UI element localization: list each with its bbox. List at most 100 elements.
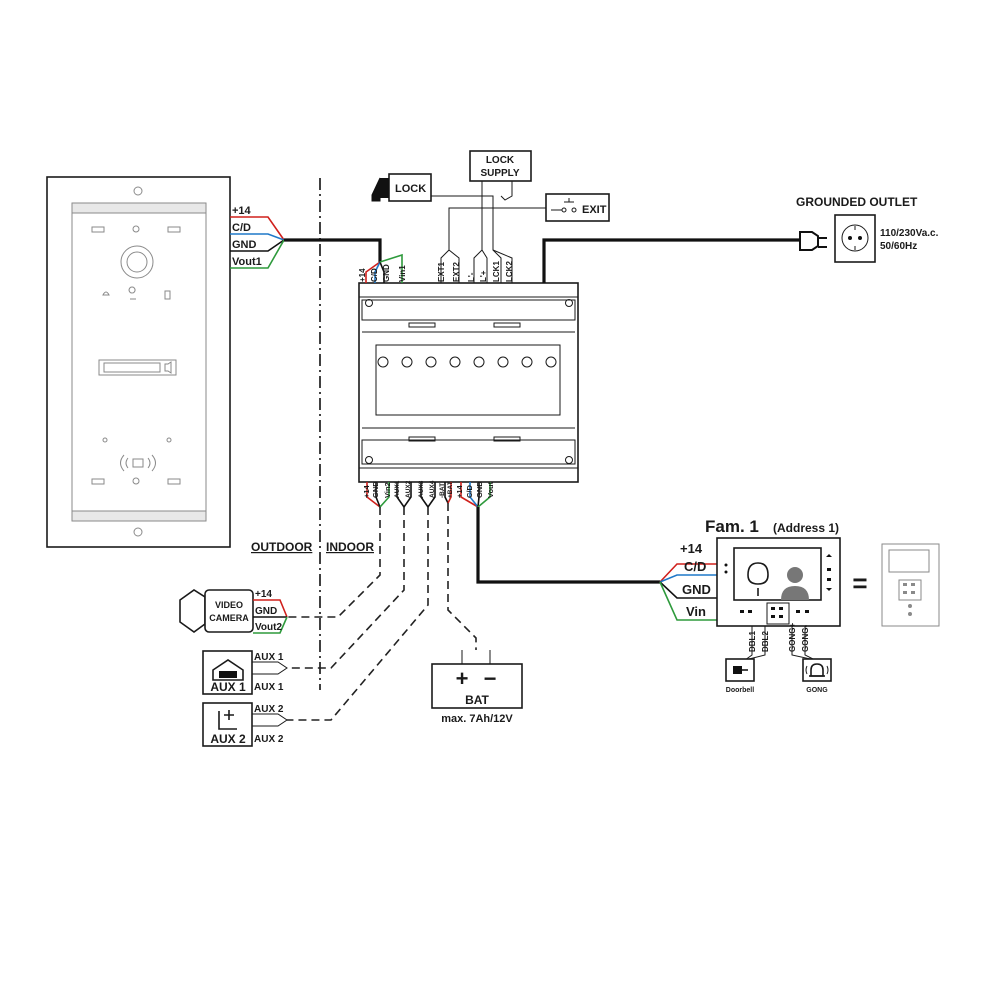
lock-supply-label-1: LOCK [486, 155, 515, 166]
controller-top-right-wires: EXT1 EXT2 L'- L'+ LCK1 LCK2 [420, 178, 548, 283]
terminal-label: EXT2 [452, 261, 461, 282]
wire-label: Vout2 [255, 622, 282, 633]
camera-label-2: CAMERA [209, 613, 249, 623]
wire-label: GND [232, 239, 257, 251]
lock-icon [371, 177, 381, 202]
wire-label: Vin [686, 604, 706, 619]
terminal-label: GONG- [801, 625, 810, 652]
garage-icon [212, 659, 244, 681]
terminal-label: EXT1 [437, 261, 446, 282]
battery-minus: − [484, 666, 497, 691]
wire-label: AUX 1 [254, 652, 284, 663]
lock-supply-label-2: SUPPLY [480, 168, 519, 179]
equals-sign: = [852, 568, 867, 598]
wire-label: GND [682, 582, 711, 597]
terminal-label: AUX3 [418, 480, 425, 498]
battery: + − BAT max. 7Ah/12V [431, 650, 523, 725]
terminal-label: DBL2 [761, 631, 770, 652]
terminal-label: C/D [465, 485, 474, 499]
doorbell-button-icon [733, 666, 748, 674]
camera-lens-icon [179, 589, 206, 633]
monitor-buttons [724, 554, 832, 625]
terminal-label: LCK1 [492, 261, 501, 282]
push-button-icon [551, 198, 577, 213]
battery-label: BAT [465, 693, 489, 707]
gong-label: GONG [806, 687, 828, 694]
monitor-side-view [881, 543, 940, 627]
rfid-reader-icon [120, 454, 156, 472]
aux1-label: AUX 1 [210, 680, 246, 694]
wire-label: AUX 2 [254, 734, 284, 745]
monitor-title: Fam. 1 [705, 517, 759, 536]
terminal-label: L'- [467, 272, 476, 282]
monitor-address: (Address 1) [773, 521, 839, 535]
terminal-label: LCK2 [505, 261, 514, 282]
terminal-label: GND [382, 264, 391, 282]
terminal-label: Vin1 [398, 265, 407, 282]
aux2-label: AUX 2 [210, 732, 246, 746]
outlet-title: GROUNDED OUTLET [796, 195, 918, 209]
terminal-label: -BAT [439, 483, 446, 498]
lock-supply-box: LOCK SUPPLY [469, 150, 532, 201]
aux2-device: AUX 2 AUX 2 AUX 2 [202, 702, 288, 747]
aux1-device: AUX 1 AUX 1 AUX 1 [202, 650, 288, 695]
name-tag-button[interactable] [98, 359, 177, 376]
wire-label: GND [255, 606, 277, 617]
gong-device: GONG [802, 658, 832, 694]
camera-lens-icon [120, 245, 154, 279]
dashed-connections [287, 503, 477, 721]
terminal-label: AUX1 [394, 480, 401, 498]
terminal-label: DBL1 [748, 631, 757, 652]
terminal-label: GONG+ [788, 623, 797, 652]
terminal-label: +14 [455, 484, 464, 498]
terminal-label: Vout [486, 481, 495, 498]
person-icon [781, 567, 809, 600]
terminal-label: AUX4 [429, 480, 436, 498]
video-camera: VIDEO CAMERA +14 GND Vout2 [179, 589, 288, 634]
camera-label-1: VIDEO [215, 600, 243, 610]
controller [358, 282, 579, 483]
terminal-label: +14 [358, 268, 367, 282]
monitor-bottom-terminals: DBL1 DBL2 GONG+ GONG- [744, 623, 816, 661]
exit-label: EXIT [582, 204, 607, 216]
monitor-unit: Fam. 1 (Address 1) +14 C/D GND Vin [659, 517, 841, 694]
terminal-label: GND [371, 481, 380, 498]
terminal-label: +14 [362, 484, 371, 498]
controller-bottom-wires: +14 GND Vin2 AUX1 AUX2 AUX3 AUX4 -BAT +B… [362, 480, 495, 509]
wire-label: Vout1 [232, 256, 262, 268]
wire-label: AUX 2 [254, 704, 284, 715]
outlet-voltage: 110/230Va.c. [880, 228, 939, 239]
doorbell-device: Doorbell [725, 658, 755, 694]
lock-box: LOCK [371, 173, 432, 202]
lock-label: LOCK [395, 183, 426, 195]
wire-label: C/D [684, 559, 706, 574]
door-panel [46, 176, 231, 548]
battery-plus: + [456, 666, 469, 691]
bell-icon [805, 663, 829, 677]
bus-cable [284, 238, 382, 262]
controller-top-left-wires: +14 C/D GND Vin1 [358, 253, 407, 283]
door-panel-wires: +14 C/D GND Vout1 [230, 205, 285, 269]
wire-label: AUX 1 [254, 682, 284, 693]
status-icons [102, 286, 171, 300]
exit-door-icon [218, 710, 237, 730]
wire-label: +14 [680, 541, 703, 556]
terminal-label: AUX2 [405, 480, 412, 498]
tree-icon [747, 562, 769, 596]
wire-label: +14 [232, 205, 252, 217]
doorbell-label: Doorbell [726, 687, 754, 694]
outlet-icon [834, 214, 876, 263]
terminal-label: GND [475, 481, 484, 498]
wire-label: +14 [255, 589, 272, 600]
plug-icon [799, 231, 827, 251]
terminal-label: +BAT [447, 481, 454, 498]
monitor-bus-cable [476, 507, 660, 584]
monitor-screen [733, 547, 822, 601]
power-cable [542, 238, 800, 283]
terminal-label: Vin2 [383, 482, 392, 498]
terminal-label: L'+ [479, 270, 488, 282]
led-row [377, 356, 557, 368]
wire-label: C/D [232, 222, 251, 234]
outlet-frequency: 50/60Hz [880, 241, 917, 252]
